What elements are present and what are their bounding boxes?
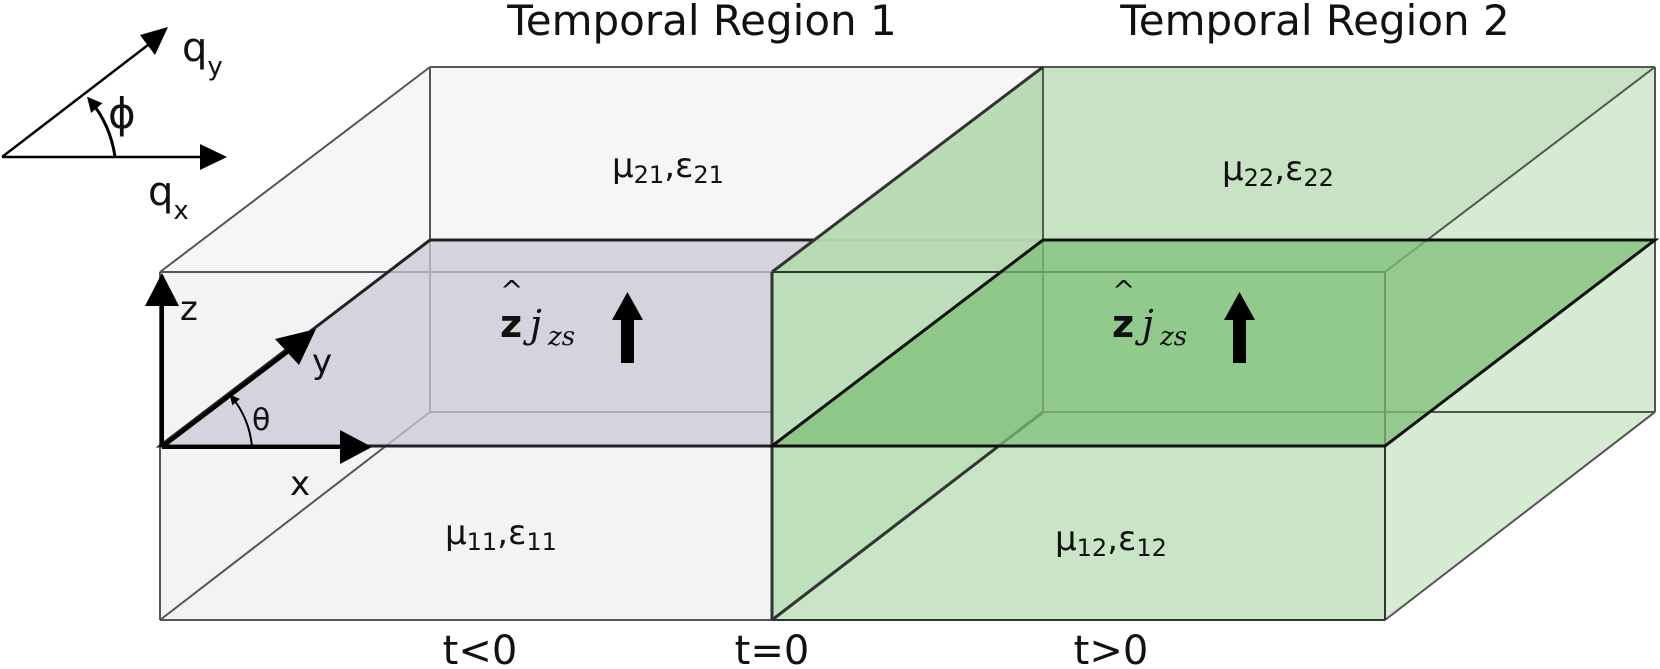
svg-text:zs: zs (547, 322, 575, 352)
time-label-before: t<0 (443, 628, 518, 669)
angle-label-phi: ϕ (108, 89, 136, 138)
param-region-21: μ21,ε21 (612, 146, 724, 189)
current-arrow-left (612, 292, 643, 363)
header-temporal-region-1: Temporal Region 1 (506, 0, 897, 45)
svg-text:z: z (1112, 302, 1134, 346)
angle-label-theta: θ (252, 403, 270, 438)
param-region-11: μ11,ε11 (445, 513, 557, 556)
svg-text:^: ^ (1112, 274, 1135, 307)
svg-text:z: z (500, 302, 522, 346)
svg-text:zs: zs (1159, 322, 1187, 352)
axis-label-x: x (290, 464, 310, 504)
param-region-12: μ12,ε12 (1055, 519, 1167, 562)
svg-text:μ22,ε22: μ22,ε22 (1222, 149, 1334, 192)
header-temporal-region-2: Temporal Region 2 (1119, 0, 1510, 45)
coordinate-axes (145, 273, 372, 464)
axis-label-y: y (312, 342, 332, 382)
time-label-after: t>0 (1074, 628, 1149, 669)
svg-text:μ11,ε11: μ11,ε11 (445, 513, 557, 556)
svg-text:^: ^ (500, 274, 523, 307)
axis-label-z: z (180, 289, 198, 329)
wavevector-inset (1, 27, 227, 170)
time-label-at: t=0 (735, 628, 810, 669)
current-sheet-right (767, 238, 1660, 448)
svg-text:μ21,ε21: μ21,ε21 (612, 146, 724, 189)
qx-label: qx (148, 169, 189, 226)
current-arrow-right (1224, 292, 1255, 363)
svg-text:μ12,ε12: μ12,ε12 (1055, 519, 1167, 562)
qy-label: qy (182, 25, 223, 82)
param-region-22: μ22,ε22 (1222, 149, 1334, 192)
